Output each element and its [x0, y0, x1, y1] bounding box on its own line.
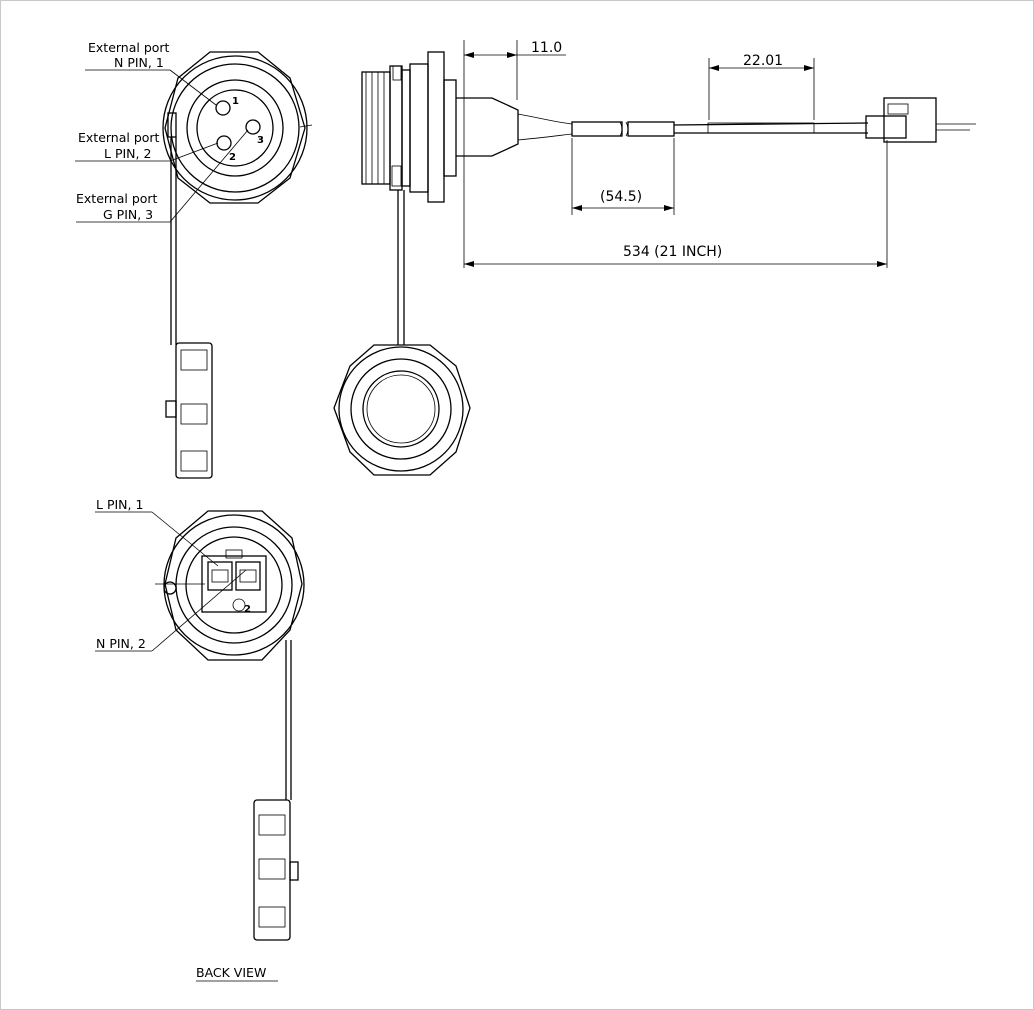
wire-lower	[517, 133, 573, 141]
front-mid-ring	[170, 63, 300, 193]
side-mark-top	[392, 65, 402, 81]
pin-1-hole	[215, 100, 231, 116]
dimension-lines	[463, 40, 888, 268]
break-mark	[619, 121, 629, 137]
front-inner-ring	[186, 79, 284, 177]
cable-gland	[456, 97, 519, 157]
callout-1-line1: External port	[88, 40, 170, 55]
pin-number-3: 3	[257, 135, 264, 146]
sleeve-1	[571, 121, 623, 137]
nut-side	[409, 63, 429, 193]
flange-2	[401, 69, 411, 187]
panel-nut	[427, 51, 445, 203]
back-callout-1: L PIN, 1	[96, 497, 143, 512]
wire-upper	[517, 113, 573, 125]
callout-3-line2: G PIN, 3	[103, 207, 153, 222]
terminal-n	[235, 561, 261, 591]
back-cap-grip-1	[258, 814, 286, 836]
back-callout-leader-2	[151, 569, 247, 652]
back-pin-number-2: 2	[244, 604, 251, 615]
terminal-base	[865, 115, 907, 139]
sleeve-2	[627, 121, 675, 137]
cap-outer-ring	[338, 346, 464, 472]
callout-1-line2: N PIN, 1	[114, 55, 164, 70]
front-pin-tick	[299, 124, 313, 128]
pin-3-hole	[245, 119, 261, 135]
terminal-housing	[883, 97, 937, 143]
pin-2-hole	[216, 135, 232, 151]
side-view	[333, 40, 976, 476]
cap-grip-3	[180, 450, 208, 472]
cable-upper	[673, 122, 869, 126]
front-outer-ring	[162, 55, 308, 201]
back-nut-outline	[164, 510, 303, 661]
back-inner-ring	[185, 536, 283, 634]
callout-3-line1: External port	[76, 191, 158, 206]
back-mid-ring	[175, 526, 293, 644]
back-lug	[163, 581, 177, 595]
screw-n	[239, 569, 257, 583]
callout-leader-1	[169, 69, 217, 106]
terminal-top-tab	[225, 549, 243, 559]
back-callout-2: N PIN, 2	[96, 636, 146, 651]
back-callout-leader-1	[151, 511, 219, 567]
dim-22-01: 22.01	[743, 53, 783, 69]
pin-number-1: 1	[232, 96, 239, 107]
front-face	[196, 89, 274, 167]
rear-boss	[443, 79, 457, 177]
front-view: 1 2 3	[75, 51, 313, 479]
terminal-block	[201, 555, 267, 613]
ground-boss	[232, 598, 246, 612]
cap-grip-2	[180, 403, 208, 425]
cap-inner-ring	[362, 370, 440, 448]
terminal-latch	[887, 103, 909, 115]
cap-grip-1	[180, 349, 208, 371]
dim-54-5: (54.5)	[600, 189, 642, 205]
thread-lines	[365, 72, 385, 184]
cap-face	[366, 374, 436, 444]
front-nut-outline	[164, 51, 306, 204]
screw-l	[211, 569, 229, 583]
back-cap-hinge	[289, 861, 299, 881]
cap-mid-ring	[350, 358, 452, 460]
back-view: 2	[95, 510, 305, 982]
callout-2-line2: L PIN, 2	[104, 146, 151, 161]
front-lug	[167, 112, 177, 138]
callout-leader-3	[169, 129, 249, 223]
side-mark-bottom	[391, 165, 402, 187]
back-cap-grip-3	[258, 906, 286, 928]
callout-leader-2	[169, 142, 219, 162]
back-outer-ring	[163, 514, 305, 656]
callout-2-line1: External port	[78, 130, 160, 145]
pin-number-2: 2	[229, 152, 236, 163]
cap-front-outline	[333, 344, 471, 476]
back-view-caption: BACK VIEW	[196, 965, 266, 980]
shrink-tube	[707, 122, 815, 134]
cap-hinge	[165, 400, 177, 418]
back-cap-grip-2	[258, 858, 286, 880]
dim-534: 534 (21 INCH)	[623, 244, 722, 260]
dim-11: 11.0	[531, 40, 562, 56]
terminal-l	[207, 561, 233, 591]
